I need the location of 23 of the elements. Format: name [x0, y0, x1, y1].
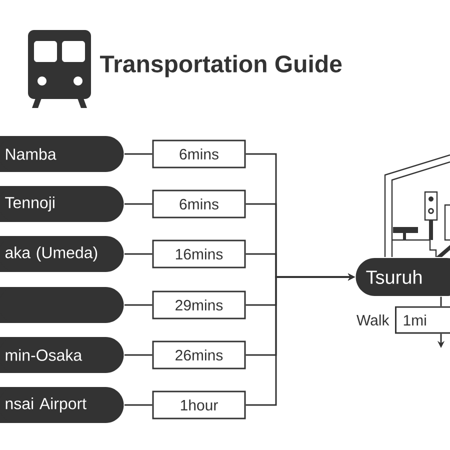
station-pill: Tsuruh	[356, 258, 450, 296]
connector	[124, 253, 152, 255]
time-box: 6mins	[152, 140, 246, 168]
connector	[124, 354, 152, 356]
time-box: 6mins	[152, 190, 246, 218]
connector	[124, 404, 152, 406]
connector	[124, 203, 152, 205]
station-pill: min-Osaka	[0, 337, 124, 373]
connector	[124, 153, 152, 155]
connector	[124, 304, 152, 306]
time-box: 26mins	[152, 340, 246, 370]
station-pill: Namba	[0, 136, 124, 172]
title: Transportation Guide	[100, 54, 342, 78]
station-pill: Tennoji	[0, 186, 124, 222]
connector	[440, 296, 442, 306]
station-pill	[0, 287, 124, 323]
time-box: 1hour	[152, 390, 246, 420]
station-pill: nsai Airport	[0, 387, 124, 423]
time-box: 16mins	[152, 240, 246, 268]
walk-label: Walk	[356, 314, 390, 326]
station-pill: aka (Umeda)	[0, 236, 124, 272]
time-box: 29mins	[152, 290, 246, 320]
time-box: 1mi	[395, 306, 450, 334]
